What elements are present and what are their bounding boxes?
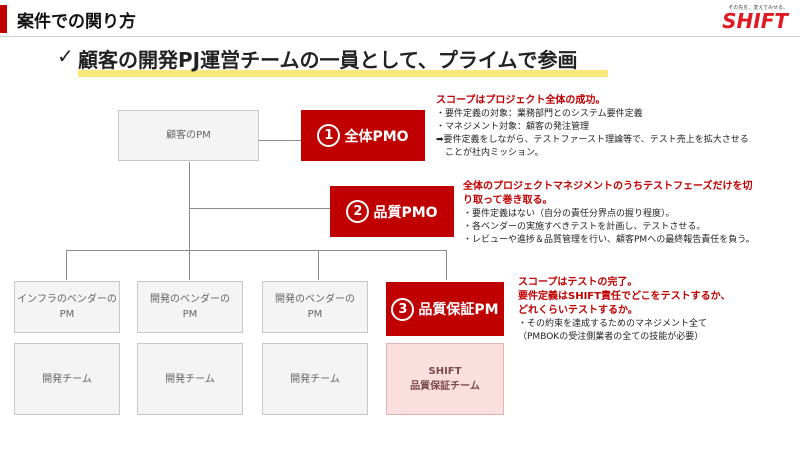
connector-line (189, 162, 190, 250)
annotation-line: ことが社内ミッション。 (436, 148, 544, 158)
annotation-heading: 要件定義はSHIFT責任でどこをテストするか、 (518, 291, 731, 302)
role-label: 品質保証PM (418, 302, 499, 318)
shift-qa-team-box: SHIFT 品質保証チーム (386, 343, 504, 415)
header-accent-bar (0, 5, 7, 33)
annotation-heading: スコープはプロジェクト全体の成功。 (436, 95, 606, 106)
logo-tagline: その先を、変えてみせる。 (728, 5, 788, 11)
headline-highlight (78, 70, 608, 77)
circled-number-icon: 1 (317, 124, 341, 147)
annotation-pmo-quality: 全体のプロジェクトマネジメントのうちテストフェーズだけを切 り取って巻き取る。 … (463, 180, 755, 247)
annotation-heading: 全体のプロジェクトマネジメントのうちテストフェーズだけを切 (463, 181, 753, 192)
role-pmo-quality-box: 2 品質PMO (330, 186, 454, 237)
annotation-line: ・レビューや進捗＆品質管理を行い、顧客PMへの最終報告責任を負う。 (463, 235, 755, 245)
connector-line (66, 250, 67, 280)
annotation-line: ・要件定義はない（自分の責任分界点の握り程度）。 (463, 209, 675, 219)
annotation-qa-pm: スコープはテストの完了。 要件定義はSHIFT責任でどこをテストするか、 どれく… (518, 276, 730, 344)
annotation-line: ➡要件定義をしながら、テストファースト理論等で、テスト売上を拡大させる (436, 135, 749, 145)
dev-vendor-pm-box: 開発のベンダーの PM (137, 281, 243, 333)
annotation-line: ・その約束を達成するためのマネジメント全て (518, 319, 708, 329)
circled-number-icon: 2 (346, 200, 370, 223)
dev-team-box: 開発チーム (14, 343, 120, 415)
headline-text: 顧客の開発PJ運営チームの一員として、プライムで参画 (78, 48, 578, 72)
annotation-line: ・各ベンダーの実施すべきテストを計画し、テストさせる。 (463, 222, 706, 232)
annotation-heading: スコープはテストの完了。 (518, 277, 638, 288)
annotation-heading: どれくらいテストするか。 (518, 305, 638, 316)
connector-line (318, 250, 319, 280)
client-pm-box: 顧客のPM (118, 110, 259, 161)
infra-vendor-pm-box: インフラのベンダーの PM (14, 281, 120, 333)
connector-line (189, 250, 190, 280)
dev-team-box: 開発チーム (137, 343, 243, 415)
annotation-line: ・マネジメント対象：顧客の発注管理 (436, 122, 590, 132)
annotation-line: （PMBOKの受注側業者の全ての技能が必要） (518, 332, 704, 342)
logo-brand: SHIFT (722, 9, 788, 33)
role-qa-pm-box: 3 品質保証PM (386, 282, 504, 336)
shift-logo: その先を、変えてみせる。 SHIFT (722, 4, 788, 31)
page-title: 案件での関り方 (17, 12, 136, 32)
annotation-pmo-all: スコープはプロジェクト全体の成功。 ・要件定義の対象：業務部門とのシステム要件定… (436, 94, 749, 160)
connector-line (221, 140, 301, 141)
connector-line (66, 250, 447, 251)
connector-line (446, 250, 447, 280)
annotation-heading: り取って巻き取る。 (463, 195, 553, 206)
dev-vendor-pm-box: 開発のベンダーの PM (262, 281, 368, 333)
dev-team-box: 開発チーム (262, 343, 368, 415)
circled-number-icon: 3 (391, 297, 415, 321)
check-icon: ✓ (57, 44, 74, 68)
annotation-line: ・要件定義の対象：業務部門とのシステム要件定義 (436, 109, 643, 119)
role-label: 全体PMO (344, 128, 409, 145)
connector-line (189, 208, 330, 209)
header-divider (0, 36, 800, 37)
role-pmo-all-box: 1 全体PMO (301, 110, 425, 161)
role-label: 品質PMO (373, 204, 438, 221)
